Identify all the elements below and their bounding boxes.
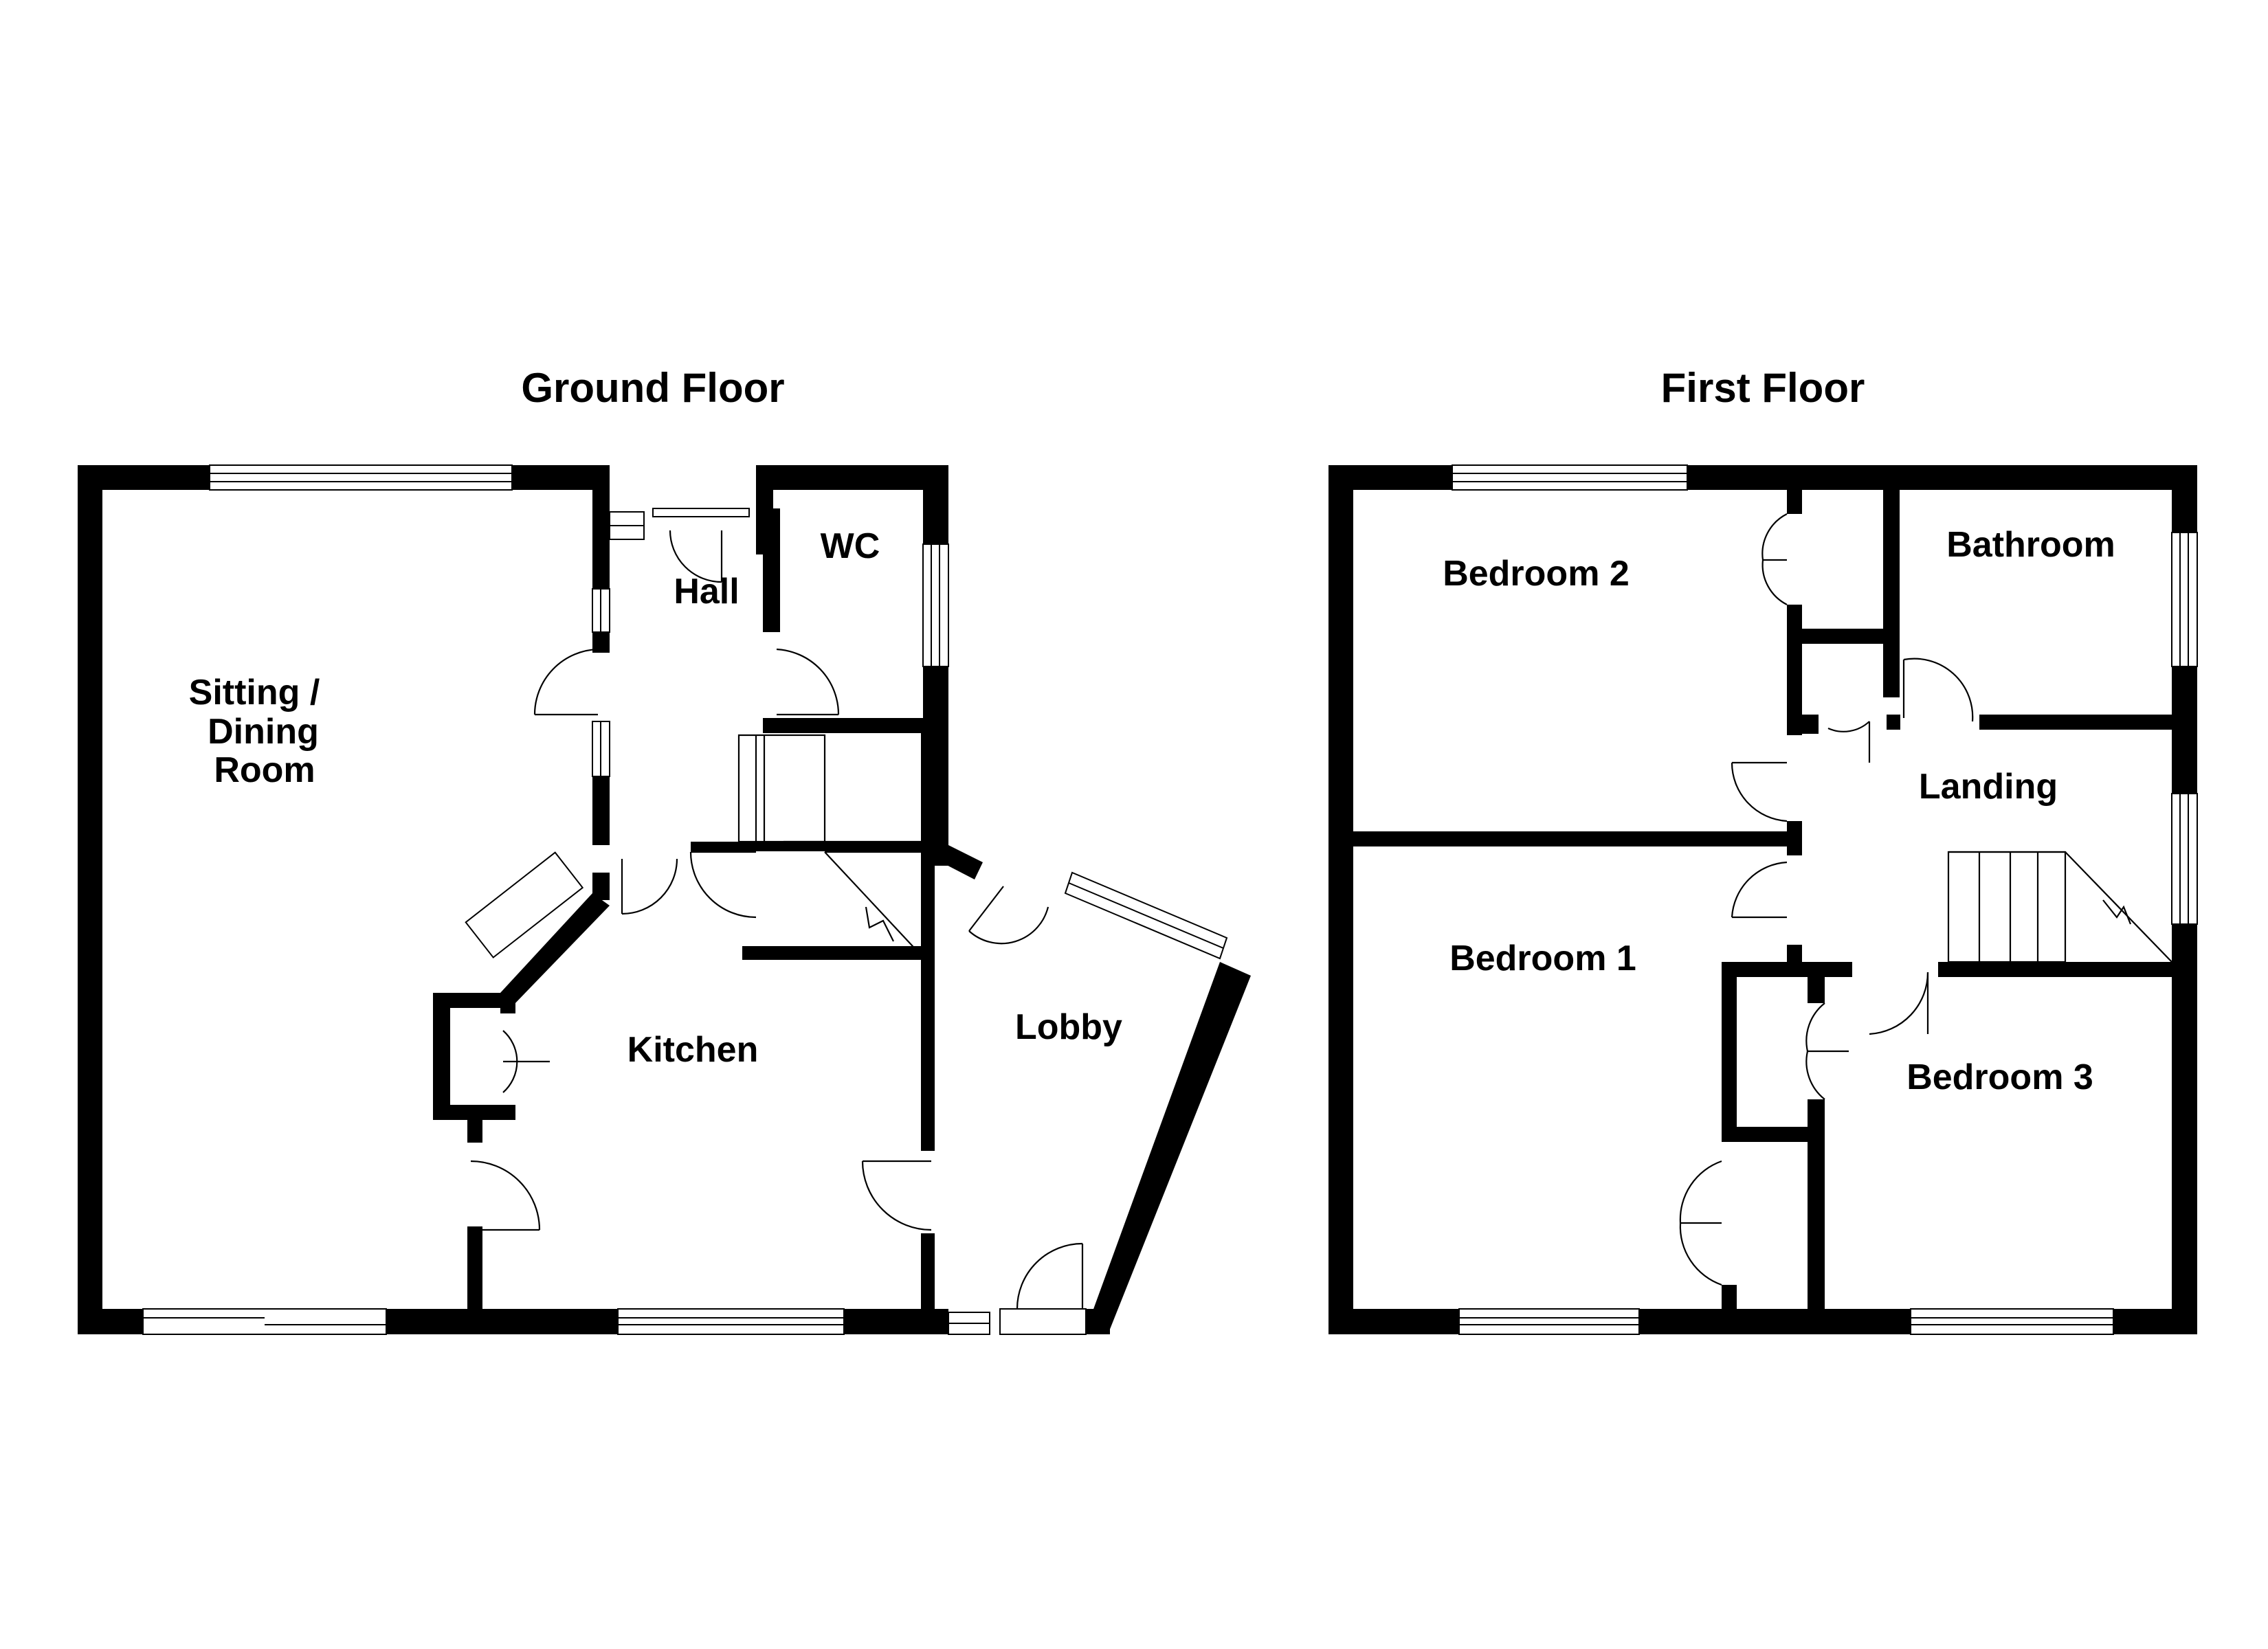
ground-floor-doors xyxy=(470,508,1087,1335)
first-floor: First Floor xyxy=(1328,365,2198,1335)
room-label-sitting-2: Dining xyxy=(208,712,319,752)
room-label-bedroom-3: Bedroom 3 xyxy=(1906,1057,2093,1097)
ground-floor-stairs xyxy=(465,734,922,958)
first-floor-labels: Bedroom 2 Bathroom Landing Bedroom 1 Bed… xyxy=(1443,525,2115,1097)
room-label-kitchen: Kitchen xyxy=(627,1030,759,1070)
ground-floor-title: Ground Floor xyxy=(521,365,784,411)
room-label-hall: Hall xyxy=(674,572,739,612)
ground-floor-walls xyxy=(78,465,1251,1334)
ground-floor-labels: Sitting / Dining Room Hall WC Kitchen Lo… xyxy=(189,526,1122,1070)
room-label-bedroom-1: Bedroom 1 xyxy=(1449,939,1636,978)
room-label-bedroom-2: Bedroom 2 xyxy=(1443,554,1630,594)
first-floor-windows xyxy=(1452,464,2198,1335)
room-label-sitting-1: Sitting / xyxy=(189,673,320,713)
first-floor-stairs xyxy=(1947,851,2172,963)
first-floor-walls xyxy=(1328,465,2197,1334)
room-label-bathroom: Bathroom xyxy=(1946,525,2115,565)
ground-floor: Ground Floor xyxy=(78,365,1251,1335)
room-label-sitting-3: Room xyxy=(214,750,315,790)
first-floor-title: First Floor xyxy=(1661,365,1865,411)
room-label-lobby: Lobby xyxy=(1015,1007,1122,1047)
first-floor-doors xyxy=(1679,513,1974,1286)
room-label-landing: Landing xyxy=(1919,767,2058,807)
ground-floor-windows xyxy=(142,464,1228,1335)
room-label-wc: WC xyxy=(821,526,880,566)
